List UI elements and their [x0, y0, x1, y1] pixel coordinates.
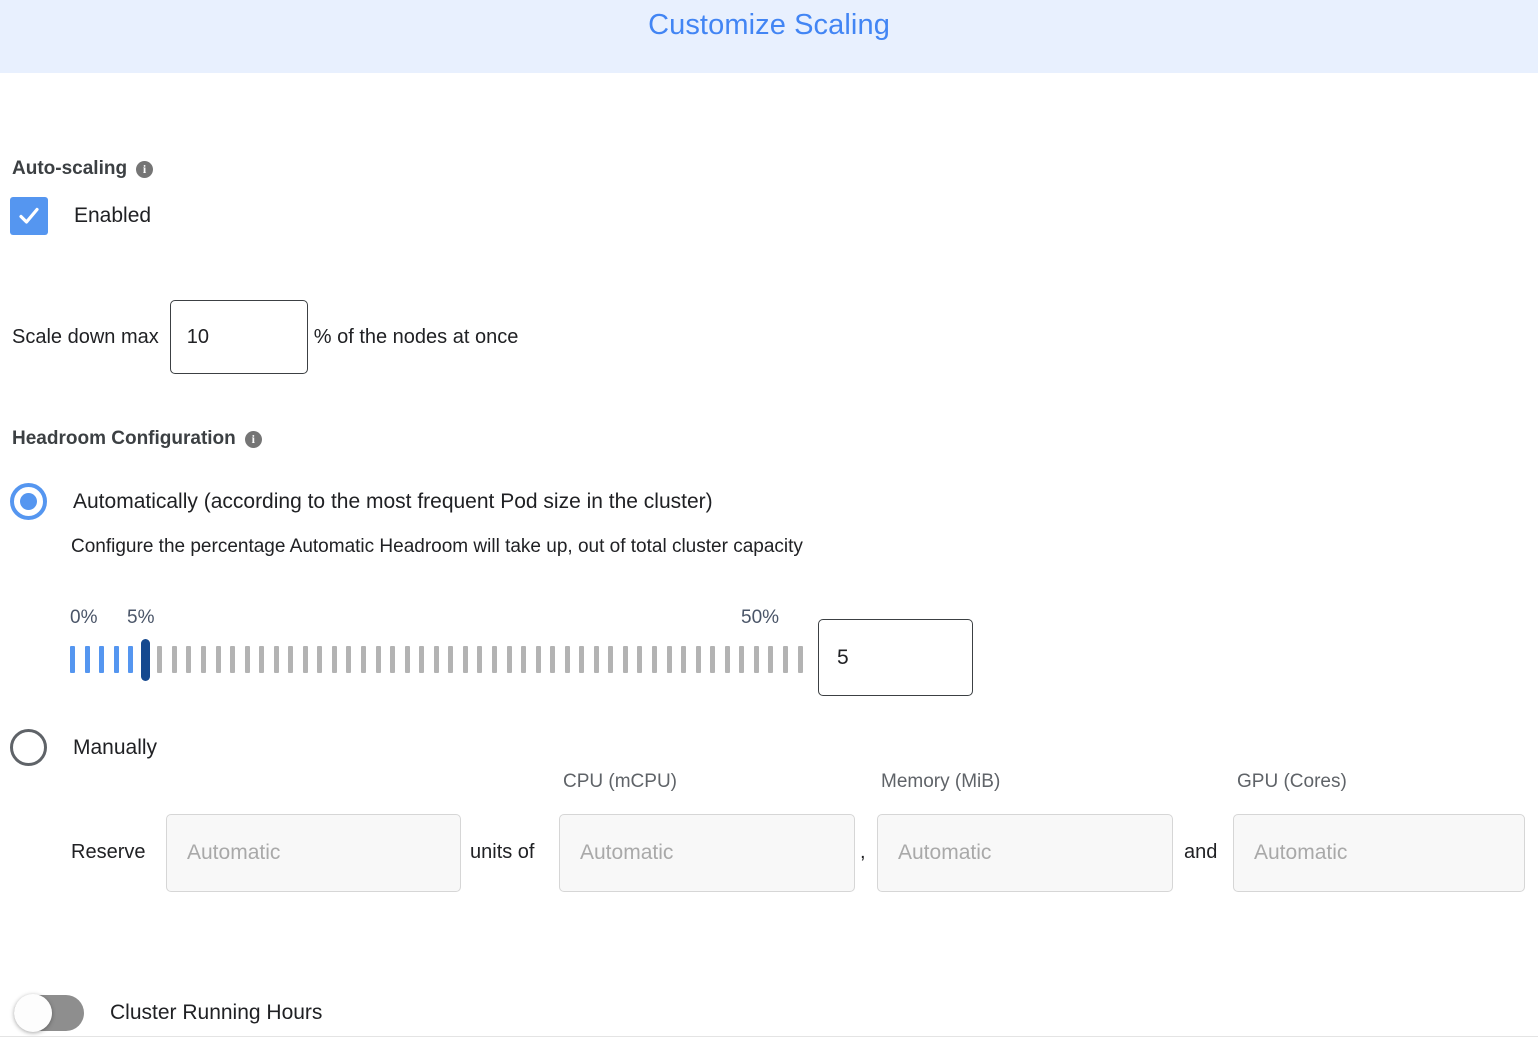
slider-tick	[186, 646, 192, 673]
scale-down-max-label: Scale down max	[12, 325, 159, 348]
slider-thumb[interactable]	[140, 639, 150, 681]
slider-tick	[113, 646, 119, 673]
slider-tick	[390, 646, 396, 673]
slider-tick	[710, 646, 716, 673]
slider-tick	[506, 646, 512, 673]
auto-scaling-section-header: Auto-scaling i	[12, 158, 154, 180]
slider-tick	[99, 646, 105, 673]
comma-separator: ,	[860, 841, 866, 863]
memory-field-caption: Memory (MiB)	[881, 771, 1001, 792]
slider-tick	[288, 646, 294, 673]
reserve-units-input[interactable]	[166, 814, 461, 892]
auto-scaling-enabled-row[interactable]: Enabled	[10, 197, 151, 235]
radio-manually[interactable]	[10, 729, 47, 766]
slider-current-label: 5%	[127, 607, 155, 628]
radio-automatic[interactable]	[10, 483, 47, 520]
headroom-automatic-option[interactable]: Automatically (according to the most fre…	[10, 483, 713, 520]
reserve-label: Reserve	[71, 841, 146, 863]
slider-tick	[404, 646, 410, 673]
headroom-automatic-description: Configure the percentage Automatic Headr…	[71, 536, 803, 557]
slider-tick	[361, 646, 366, 673]
slider-tick	[768, 646, 774, 673]
slider-tick	[797, 646, 803, 673]
auto-scaling-label: Auto-scaling	[12, 158, 128, 179]
gpu-input[interactable]	[1233, 814, 1525, 892]
slider-tick	[782, 646, 788, 673]
headroom-configuration-label: Headroom Configuration	[12, 428, 236, 449]
slider-tick	[491, 646, 497, 673]
cluster-running-hours-toggle[interactable]	[14, 994, 84, 1032]
slider-tick	[695, 646, 701, 673]
slider-tick	[433, 646, 439, 673]
slider-tick	[535, 646, 541, 673]
scale-down-max-row: Scale down max % of the nodes at once	[12, 300, 518, 374]
and-separator: and	[1184, 841, 1218, 863]
slider-tick	[681, 646, 687, 673]
info-icon[interactable]: i	[244, 430, 262, 448]
slider-tick	[477, 646, 483, 673]
cluster-running-hours-row[interactable]: Cluster Running Hours	[14, 994, 323, 1032]
cpu-input[interactable]	[559, 814, 855, 892]
slider-tick	[724, 646, 730, 673]
slider-tick	[200, 646, 206, 673]
slider-tick	[244, 646, 250, 673]
memory-input[interactable]	[877, 814, 1173, 892]
scale-down-max-suffix: % of the nodes at once	[313, 325, 519, 348]
slider-tick	[346, 646, 352, 673]
slider-max-label: 50%	[741, 607, 780, 628]
slider-tick	[753, 646, 759, 673]
slider-tick	[550, 646, 556, 673]
radio-manually-label: Manually	[73, 735, 158, 759]
radio-automatic-label: Automatically (according to the most fre…	[73, 489, 713, 513]
slider-tick	[608, 646, 614, 673]
headroom-manual-option[interactable]: Manually	[10, 729, 157, 766]
slider-tick	[462, 646, 468, 673]
slider-tick	[317, 646, 323, 673]
slider-tick	[448, 646, 454, 673]
headroom-section-header: Headroom Configuration i	[12, 428, 262, 450]
enabled-checkbox[interactable]	[10, 197, 48, 235]
radio-dot	[20, 493, 37, 510]
slider-min-label: 0%	[70, 607, 98, 628]
toggle-knob	[14, 994, 52, 1032]
slider-tick	[652, 646, 657, 673]
headroom-percentage-input[interactable]	[818, 619, 973, 696]
slider-tick	[215, 646, 221, 673]
cpu-field-caption: CPU (mCPU)	[563, 771, 677, 792]
slider-tick	[331, 646, 337, 673]
slider-tick	[157, 646, 163, 673]
slider-tick	[637, 646, 643, 673]
slider-tick	[622, 646, 628, 673]
slider-tick	[273, 646, 279, 673]
cluster-running-hours-label: Cluster Running Hours	[110, 1001, 323, 1024]
slider-tick	[521, 646, 527, 673]
check-icon	[19, 207, 39, 224]
gpu-field-caption: GPU (Cores)	[1237, 771, 1347, 792]
slider-tick	[259, 646, 265, 673]
slider-tick	[128, 646, 134, 673]
slider-tick	[230, 646, 236, 673]
page-title: Customize Scaling	[648, 9, 890, 41]
units-of-label: units of	[470, 841, 535, 863]
slider-tick	[302, 646, 308, 673]
headroom-percentage-slider[interactable]	[70, 639, 806, 681]
slider-tick-labels: 0% 5% 50%	[70, 607, 806, 635]
slider-tick	[419, 646, 425, 673]
slider-tick	[739, 646, 745, 673]
slider-tick	[70, 646, 75, 673]
scale-down-max-input[interactable]	[169, 300, 308, 374]
slider-tick	[564, 646, 570, 673]
slider-tick	[375, 646, 381, 673]
headroom-percentage-slider-wrap: 0% 5% 50%	[70, 607, 806, 681]
slider-tick	[666, 646, 672, 673]
slider-tick	[171, 646, 177, 673]
enabled-label: Enabled	[74, 204, 152, 227]
dialog-header: Customize Scaling	[0, 0, 1538, 73]
slider-tick	[84, 646, 90, 673]
slider-tick	[593, 646, 599, 673]
info-icon[interactable]: i	[136, 160, 154, 178]
slider-tick	[579, 646, 585, 673]
